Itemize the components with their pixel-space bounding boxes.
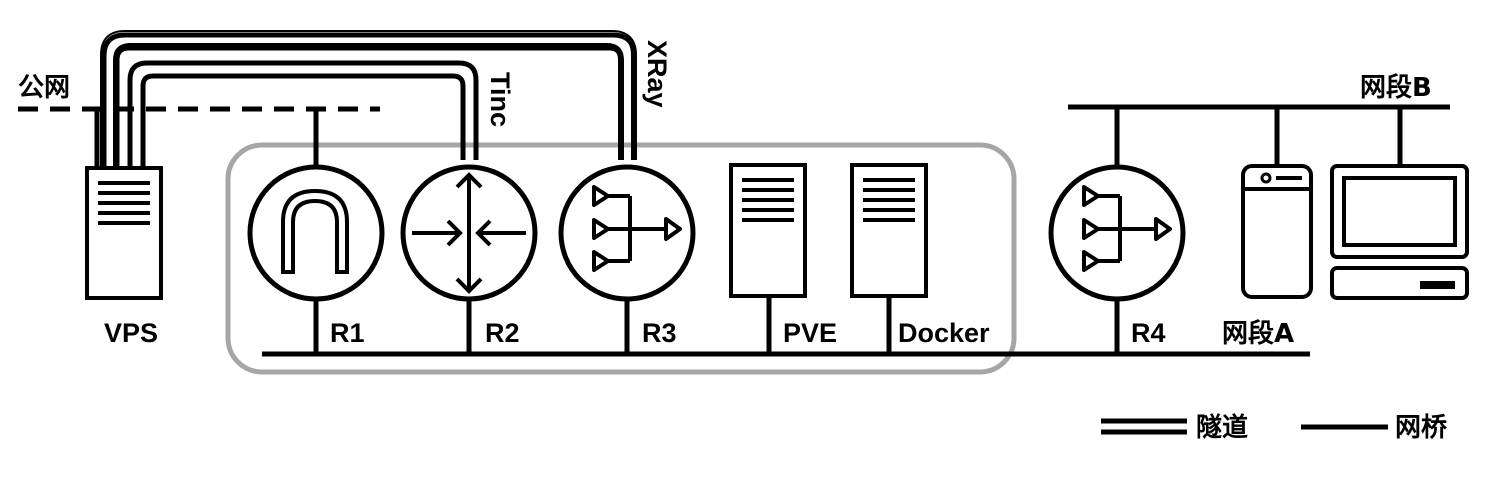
vps-server xyxy=(85,166,163,300)
r1-label: R1 xyxy=(330,318,365,348)
tunnel-xray xyxy=(100,30,637,168)
tunnel-xray-double xyxy=(101,32,637,168)
legend-bridge-label: 网桥 xyxy=(1395,413,1448,443)
pve-server xyxy=(729,163,807,298)
r1-router xyxy=(247,164,385,302)
tunnel-tinc xyxy=(127,60,479,168)
vps-label: VPS xyxy=(104,318,158,348)
xray-tunnel-label: XRay xyxy=(642,40,672,108)
public-network-label: 公网 xyxy=(18,73,70,103)
desktop-computer xyxy=(1330,164,1469,300)
r4-label: R4 xyxy=(1131,318,1166,348)
r2-label: R2 xyxy=(485,318,520,348)
vps-public-drop xyxy=(83,106,100,168)
legend-tunnel-label: 隧道 xyxy=(1196,412,1248,443)
pve-label: PVE xyxy=(783,318,837,348)
tinc-tunnel-label: Tinc xyxy=(485,72,515,127)
legend-tunnel xyxy=(1101,418,1187,435)
docker-server xyxy=(850,163,928,298)
phone-device xyxy=(1241,164,1313,299)
r3-label: R3 xyxy=(642,318,677,348)
r3-load-balancer xyxy=(558,164,696,302)
r4-load-balancer xyxy=(1048,164,1186,302)
segment-b-label: 网段B xyxy=(1360,72,1432,103)
segment-a-label: 网段A xyxy=(1222,318,1294,349)
r2-switch xyxy=(400,164,538,302)
docker-label: Docker xyxy=(898,318,990,348)
